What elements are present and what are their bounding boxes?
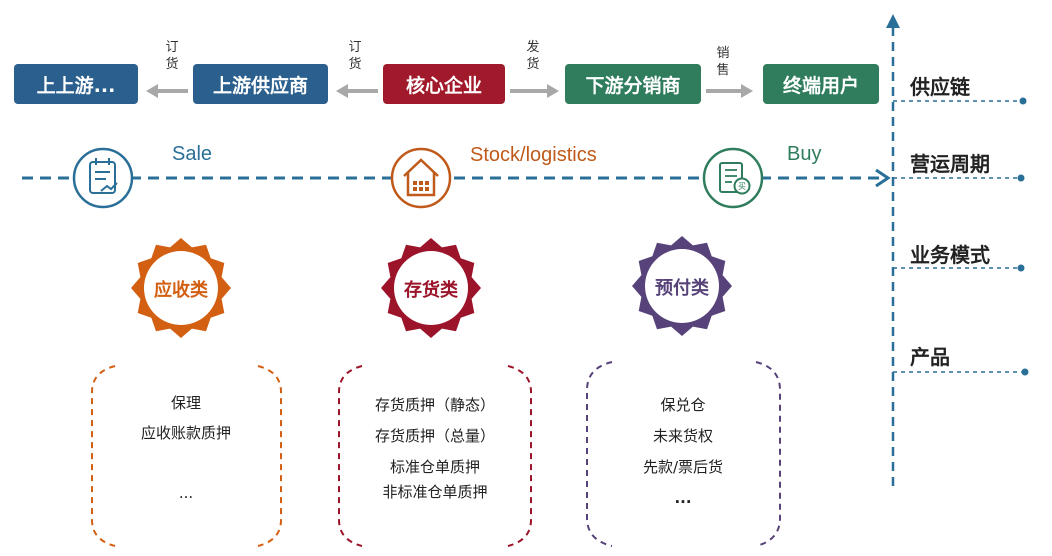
- receivables-products-frame: [91, 365, 282, 547]
- chain-arrow-1: [146, 84, 188, 98]
- category-inventory: 存货类: [404, 280, 458, 301]
- arrow-label-order-2: 订货: [348, 40, 362, 72]
- list-item: 存货质押（静态）: [374, 396, 495, 414]
- dimension-business-model: 业务模式: [910, 243, 990, 267]
- dimension-line-1: [893, 97, 1027, 105]
- chain-box-supplier: 上游供应商: [193, 64, 328, 104]
- list-item: 保兑仓: [660, 396, 706, 414]
- arrow-label-sell: 销售: [716, 46, 730, 78]
- chain-box-label: 核心企业: [405, 74, 482, 97]
- list-item: 非标准仓单质押: [382, 483, 488, 501]
- list-item: 先款/票后货: [642, 458, 724, 476]
- chain-box-label: 终端用户: [782, 74, 859, 97]
- inventory-products-frame: [338, 365, 532, 547]
- warehouse-icon: [390, 147, 452, 209]
- chain-box-upstream-2: 上上游...: [14, 64, 138, 104]
- chain-arrow-4: [706, 84, 753, 98]
- list-item: 应收账款质押: [140, 424, 231, 442]
- chain-box-end-user: 终端用户: [763, 64, 879, 104]
- dimension-line-4: [893, 368, 1029, 376]
- chain-box-label: 下游分销商: [585, 74, 681, 97]
- chain-box-label: 上游供应商: [212, 74, 308, 97]
- phase-label-buy: Buy: [787, 143, 822, 165]
- inventory-product-list: 存货质押（静态） 存货质押（总量） 标准仓单质押 非标准仓单质押: [350, 390, 520, 502]
- phase-label-sale: Sale: [172, 143, 213, 165]
- chain-arrow-2: [336, 84, 378, 98]
- category-prepaid: 预付类: [655, 278, 709, 299]
- chain-box-core-enterprise: 核心企业: [383, 64, 505, 104]
- chain-box-label: 上上游...: [36, 74, 116, 97]
- dimension-axis: [886, 14, 900, 486]
- arrow-label-ship: 发货: [526, 40, 540, 72]
- flow-axis: [22, 168, 891, 188]
- prepaid-product-list: 保兑仓 未来货权 先款/票后货 ...: [600, 390, 766, 514]
- dimension-operating-cycle: 营运周期: [910, 152, 990, 176]
- list-item: ...: [674, 489, 692, 507]
- dimension-line-3: [893, 264, 1025, 272]
- phase-label-stock: Stock/logistics: [470, 144, 597, 166]
- list-item: 未来货权: [652, 427, 713, 445]
- svg-text:买: 买: [738, 182, 746, 191]
- dimension-line-2: [893, 174, 1025, 182]
- inventory-badge: [381, 238, 481, 338]
- list-item: 标准仓单质押: [389, 458, 480, 476]
- prepaid-products-frame: [586, 361, 781, 547]
- list-item: [110, 448, 262, 478]
- chain-arrow-3: [510, 84, 559, 98]
- dimension-product: 产品: [910, 345, 950, 369]
- dimension-supply-chain: 供应链: [910, 75, 970, 99]
- purchase-document-icon: 买: [702, 147, 764, 209]
- clipboard-chart-icon: [72, 147, 134, 209]
- receivables-product-list: 保理 应收账款质押 ...: [110, 388, 262, 508]
- list-item: 存货质押（总量）: [374, 427, 495, 445]
- category-receivables: 应收类: [154, 280, 208, 301]
- chain-box-distributor: 下游分销商: [565, 64, 701, 104]
- arrow-label-order-1: 订货: [165, 40, 179, 72]
- list-item: ...: [178, 484, 194, 502]
- list-item: 保理: [170, 394, 201, 412]
- prepaid-badge: [632, 236, 732, 336]
- receivables-badge: [131, 238, 231, 338]
